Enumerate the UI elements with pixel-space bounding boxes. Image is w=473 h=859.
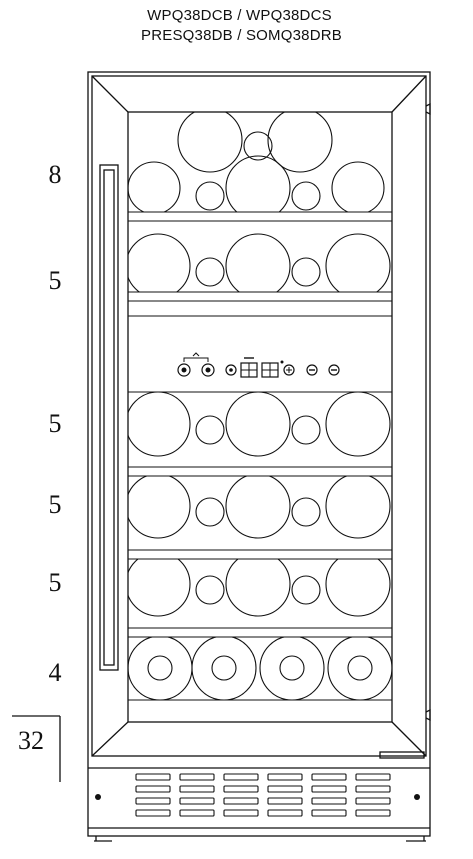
vent-slot <box>355 797 391 805</box>
vent-slot <box>267 785 303 793</box>
bottle-end <box>225 476 291 539</box>
bottle-end <box>225 233 291 292</box>
control-panel <box>177 352 340 378</box>
bottle-end <box>267 112 333 173</box>
bottle-end <box>325 559 391 617</box>
bottle-end <box>259 637 325 700</box>
total-capacity: 32 <box>18 726 44 755</box>
bottle-end <box>325 233 391 292</box>
vent-slot <box>135 797 171 805</box>
bottle-end <box>195 257 225 287</box>
bottle-end <box>331 161 385 212</box>
bottle-end <box>128 559 191 617</box>
vent-slot <box>179 809 215 817</box>
bottle-end <box>225 392 291 457</box>
vent-slot <box>179 785 215 793</box>
shelf-6-capacity: 4 <box>48 658 62 687</box>
vent-slot <box>267 773 303 781</box>
vent-slot <box>311 785 347 793</box>
bottle-end <box>325 392 391 457</box>
cabinet-outline <box>87 71 431 837</box>
bottle-end <box>243 131 273 161</box>
bottle-neck <box>347 655 373 681</box>
bottle-end <box>128 637 193 700</box>
bottle-end <box>291 575 321 605</box>
vent-grille <box>135 773 391 817</box>
screw-left <box>95 794 101 800</box>
bottle-neck <box>211 655 237 681</box>
vent-slot <box>355 809 391 817</box>
bottle-end <box>128 392 191 457</box>
bottle-end <box>128 476 191 539</box>
bottle-end <box>225 155 291 212</box>
bottle-end <box>177 112 243 173</box>
lock-combo-mark <box>183 357 209 362</box>
bottle-end <box>291 415 321 445</box>
vent-slot <box>179 773 215 781</box>
bottle-neck <box>279 655 305 681</box>
vent-slot <box>135 785 171 793</box>
bottle-end <box>195 575 225 605</box>
bottle-end <box>191 637 257 700</box>
bottle-end <box>195 497 225 527</box>
vent-slot <box>135 773 171 781</box>
vent-slot <box>311 773 347 781</box>
model-line-2: PRESQ38DB / SOMQ38DRB <box>141 27 342 44</box>
vent-slot <box>179 797 215 805</box>
vent-slot <box>311 809 347 817</box>
bottle-end <box>291 181 321 211</box>
bottle-end <box>128 233 191 292</box>
vent-slot <box>355 785 391 793</box>
top-hinge <box>425 102 431 116</box>
vent-slot <box>223 773 259 781</box>
vent-slot <box>223 809 259 817</box>
shelf-3-capacity: 5 <box>48 409 62 438</box>
bottle-end <box>327 637 392 700</box>
glass-panel <box>127 111 393 723</box>
shelf-4-capacity: 5 <box>48 490 62 519</box>
bottom-hinge <box>425 708 431 722</box>
vent-slot <box>267 809 303 817</box>
shelf-2-capacity: 5 <box>48 266 62 295</box>
door-frame <box>91 75 427 757</box>
bottle-end <box>291 497 321 527</box>
door-handle-inner <box>103 169 115 666</box>
door-handle <box>99 164 119 671</box>
vent-slot <box>355 773 391 781</box>
shelf-5-capacity: 5 <box>48 568 62 597</box>
bottle-neck <box>147 655 173 681</box>
vent-slot <box>223 785 259 793</box>
vent-slot <box>223 797 259 805</box>
screw-right <box>414 794 420 800</box>
vent-slot <box>267 797 303 805</box>
bottle-end <box>225 559 291 617</box>
model-title: WPQ38DCB / WPQ38DCS PRESQ38DB / SOMQ38DR… <box>0 6 473 46</box>
bottle-end <box>325 476 391 539</box>
vent-slot <box>135 809 171 817</box>
shelf-1-capacity: 8 <box>48 160 62 189</box>
bottle-end <box>291 257 321 287</box>
vent-slot <box>311 797 347 805</box>
bottle-end <box>195 415 225 445</box>
bottle-end <box>195 181 225 211</box>
bottle-end <box>128 161 181 212</box>
model-line-1: WPQ38DCB / WPQ38DCS <box>147 7 332 24</box>
wine-racks <box>128 112 392 701</box>
